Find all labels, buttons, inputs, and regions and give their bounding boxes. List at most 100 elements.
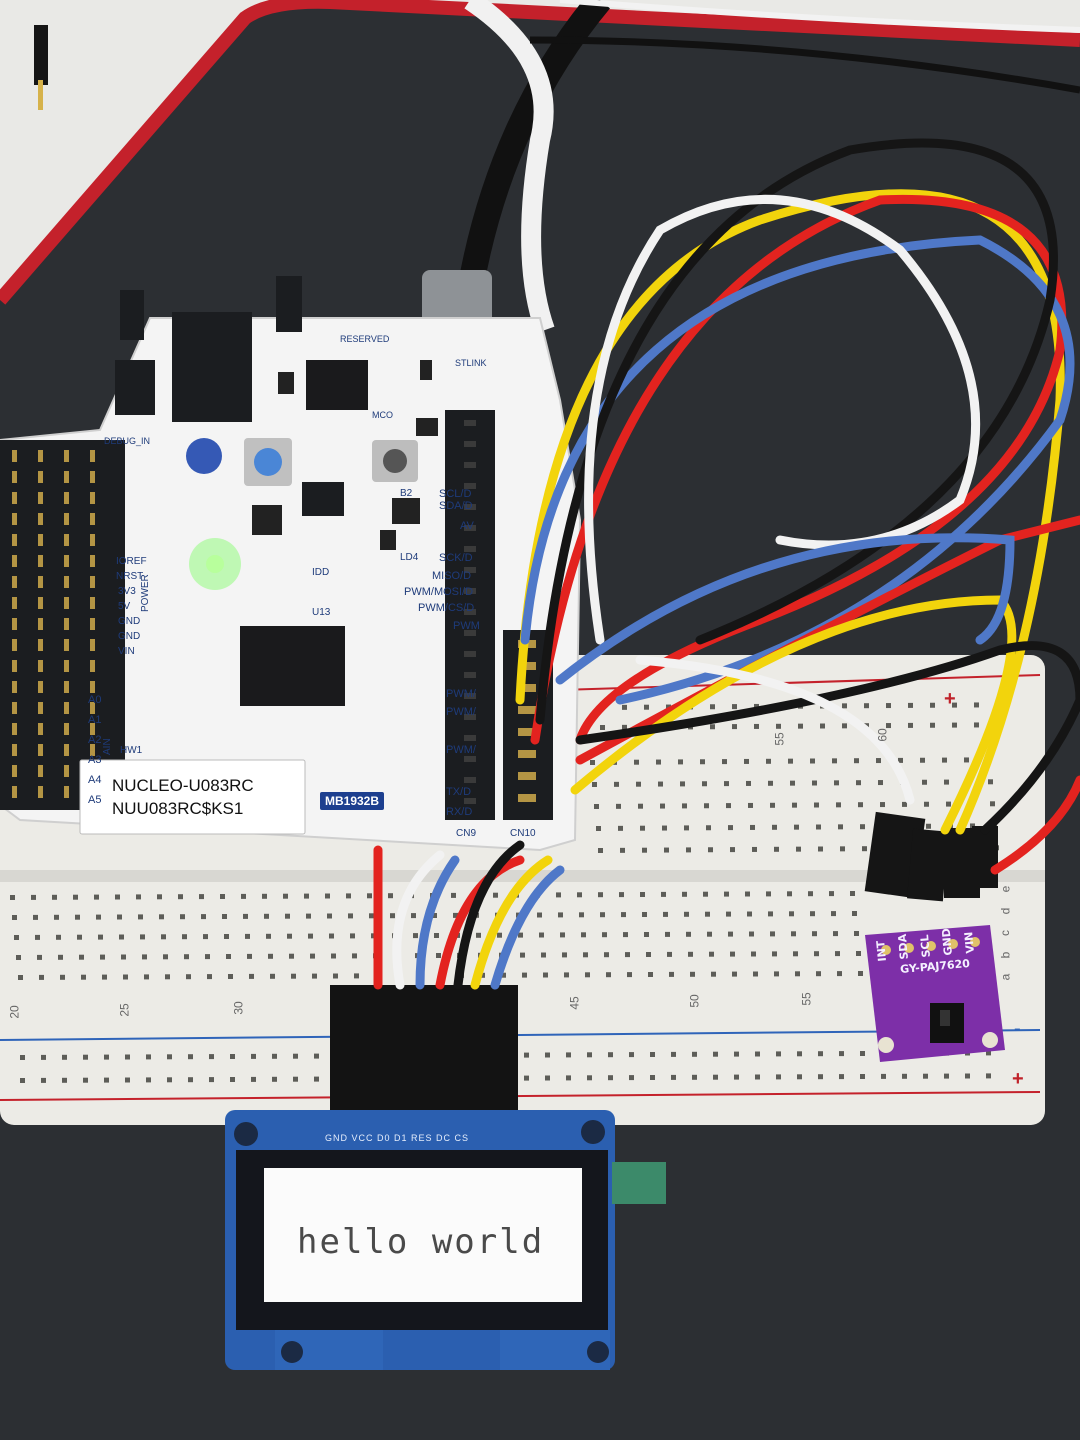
breadboard-hole — [434, 933, 439, 938]
header-pin — [38, 723, 43, 735]
breadboard-hole — [640, 825, 645, 831]
breadboard-hole — [136, 894, 141, 900]
rail-plus-top: + — [944, 688, 956, 710]
header-socket — [464, 525, 476, 531]
breadboard-hole — [818, 1074, 823, 1080]
breadboard-hole — [930, 722, 935, 728]
breadboard-hole — [157, 894, 162, 900]
breadboard-hole — [545, 1052, 550, 1058]
cn9-label: CN9 — [456, 828, 477, 839]
breadboard-hole — [680, 781, 685, 787]
header-pin — [64, 702, 69, 714]
breadboard-hole — [184, 954, 189, 960]
header-pin — [90, 450, 95, 462]
breadboard-hole — [836, 802, 841, 808]
breadboard-hole — [243, 913, 248, 919]
breadboard-hole — [648, 972, 653, 977]
breadboard-hole — [283, 893, 288, 899]
usb-cable-black — [457, 0, 610, 293]
header-socket — [464, 693, 476, 699]
breadboard-hole — [952, 702, 957, 708]
header-pin — [12, 492, 17, 504]
header-pin — [90, 702, 95, 714]
power-led — [206, 555, 224, 573]
breadboard-hole — [585, 972, 590, 978]
breadboard-hole — [621, 912, 626, 918]
breadboard-hole — [545, 1075, 550, 1081]
breadboard-hole — [121, 954, 126, 960]
breadboard-row-letter: b — [998, 951, 1013, 959]
breadboard-hole — [618, 825, 623, 831]
breadboard-hole — [16, 955, 21, 960]
breadboard-hole — [493, 892, 498, 898]
oled-module — [225, 1110, 666, 1370]
breadboard-hole — [287, 933, 292, 939]
jumper-top — [120, 290, 144, 340]
breadboard-hole — [453, 912, 458, 918]
breadboard-hole — [144, 974, 149, 980]
breadboard-hole — [814, 802, 819, 808]
user-button-cap[interactable] — [254, 448, 282, 476]
breadboard-hole — [388, 893, 393, 899]
breadboard-hole — [700, 759, 705, 765]
breadboard-hole — [833, 931, 838, 937]
breadboard-hole — [660, 803, 665, 809]
gesture-sensor — [865, 925, 1005, 1062]
breadboard-hole — [638, 803, 643, 809]
breadboard-hole — [188, 1054, 193, 1060]
header-pin — [38, 786, 43, 798]
header-pin — [90, 555, 95, 567]
wire-white-loop — [584, 194, 981, 645]
rail-minus-bottom: - — [1014, 1018, 1021, 1040]
breadboard-hole — [682, 803, 687, 809]
idd-label: IDD — [312, 567, 330, 578]
breadboard-hole — [768, 911, 773, 917]
breadboard-hole — [816, 971, 821, 977]
breadboard-hole — [115, 894, 120, 900]
header-socket — [464, 777, 476, 783]
wire-red-2 — [435, 855, 525, 990]
breadboard-hole — [178, 894, 183, 900]
breadboard-hole — [524, 1052, 529, 1058]
wire-white-sensor — [635, 655, 915, 805]
header-socket — [464, 462, 476, 468]
breadboard-hole — [860, 824, 865, 830]
breadboard-hole — [898, 757, 903, 763]
breadboard-hole — [986, 1073, 991, 1079]
header-pin — [64, 786, 69, 798]
breadboard-hole — [58, 954, 63, 960]
breadboard-hole — [604, 952, 609, 958]
breadboard-hole — [704, 803, 709, 809]
breadboard-hole — [749, 931, 754, 937]
breadboard-hole — [625, 952, 630, 958]
header-pin — [64, 597, 69, 609]
power-pin-label: NRST — [116, 571, 144, 582]
breadboard-hole — [558, 912, 563, 918]
digital-pin-label: PWM — [453, 620, 480, 632]
breadboard-hole — [684, 911, 689, 917]
breadboard-hole — [75, 914, 80, 920]
breadboard-hole — [12, 915, 17, 920]
header-pin — [38, 555, 43, 567]
breadboard-hole — [988, 779, 993, 785]
header-socket — [464, 735, 476, 741]
breadboard-hole — [688, 951, 693, 957]
breadboard-hole — [188, 1077, 193, 1083]
breadboard-hole — [142, 954, 147, 960]
breadboard-hole — [703, 891, 708, 897]
breadboard-hole — [636, 781, 641, 787]
breadboard-hole — [708, 847, 713, 853]
power-pin-label: IOREF — [116, 556, 147, 567]
analog-pin-label: A4 — [88, 774, 102, 786]
breadboard-hole — [73, 894, 78, 900]
board-name-line2: NUU083RC$KS1 — [112, 799, 244, 818]
breadboard-hole — [768, 780, 773, 786]
breadboard-hole — [856, 951, 861, 956]
sensor-pin-label: INT — [874, 940, 889, 962]
breadboard-hole — [748, 802, 753, 808]
breadboard-hole — [56, 934, 61, 940]
breadboard-hole — [581, 932, 586, 938]
wire-blue-2 — [490, 865, 565, 990]
breadboard-hole — [432, 913, 437, 918]
